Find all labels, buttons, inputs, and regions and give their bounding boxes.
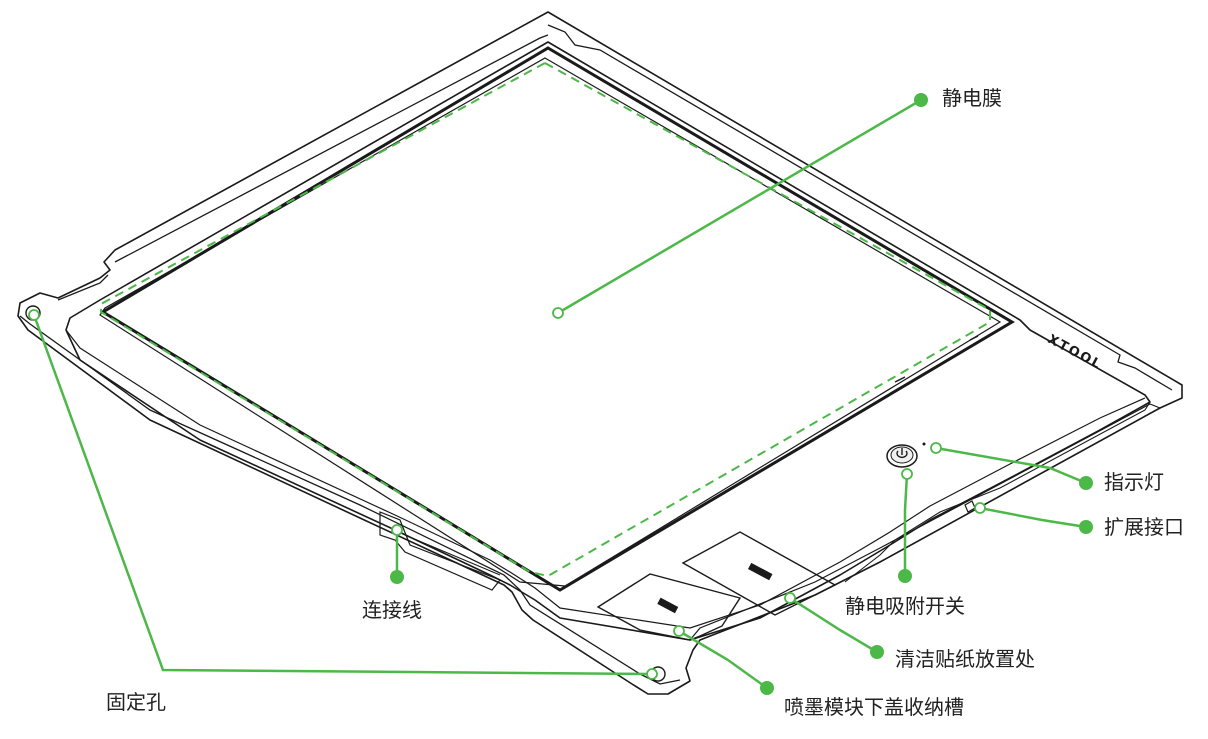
inkjet-cover-slot (596, 573, 742, 641)
label-electrostatic-switch: 静电吸附开关 (845, 594, 965, 618)
housing-front-edge (65, 329, 1146, 629)
indicator-dot (922, 442, 926, 446)
leader-cleaning (789, 596, 878, 654)
housing-outline (65, 41, 1151, 641)
panel-mark (894, 376, 906, 383)
base-plate-outline (17, 11, 1183, 695)
leader-fixing (32, 314, 653, 676)
left-rim (57, 34, 549, 301)
brand-logo: XTOOL (1045, 332, 1104, 373)
leader-static-film (557, 98, 922, 315)
base-plate-edge (19, 315, 681, 685)
callouts (32, 98, 1087, 690)
housing-curve (844, 401, 1151, 583)
pad-icon (747, 562, 773, 581)
label-expansion-port: 扩展接口 (1104, 515, 1184, 539)
leader-indicator (935, 446, 1087, 485)
callout-points (28, 93, 1093, 695)
label-cable: 连接线 (362, 598, 422, 622)
leader-inkjet (678, 629, 768, 690)
power-icon[interactable] (886, 444, 918, 468)
label-cleaning-sticker-storage: 清洁贴纸放置处 (895, 647, 1035, 671)
label-inkjet-cover-storage: 喷墨模块下盖收纳槽 (784, 695, 964, 719)
label-fixing-hole: 固定孔 (106, 690, 166, 714)
panel-mark (969, 335, 979, 341)
leader-expansion (979, 506, 1087, 529)
label-indicator-light: 指示灯 (1104, 470, 1164, 494)
inner-window (99, 57, 1002, 587)
leader-switch (903, 473, 909, 576)
pad-icon (657, 597, 679, 614)
back-rim (547, 24, 1173, 391)
cable-line (411, 537, 501, 576)
static-film-area (100, 61, 991, 578)
cleaning-sticker-pad (681, 531, 837, 616)
housing-bezel (100, 46, 1015, 592)
label-static-film: 静电膜 (942, 86, 1002, 110)
cable-connector (379, 511, 501, 591)
base-plate-right-edge (689, 403, 1161, 641)
